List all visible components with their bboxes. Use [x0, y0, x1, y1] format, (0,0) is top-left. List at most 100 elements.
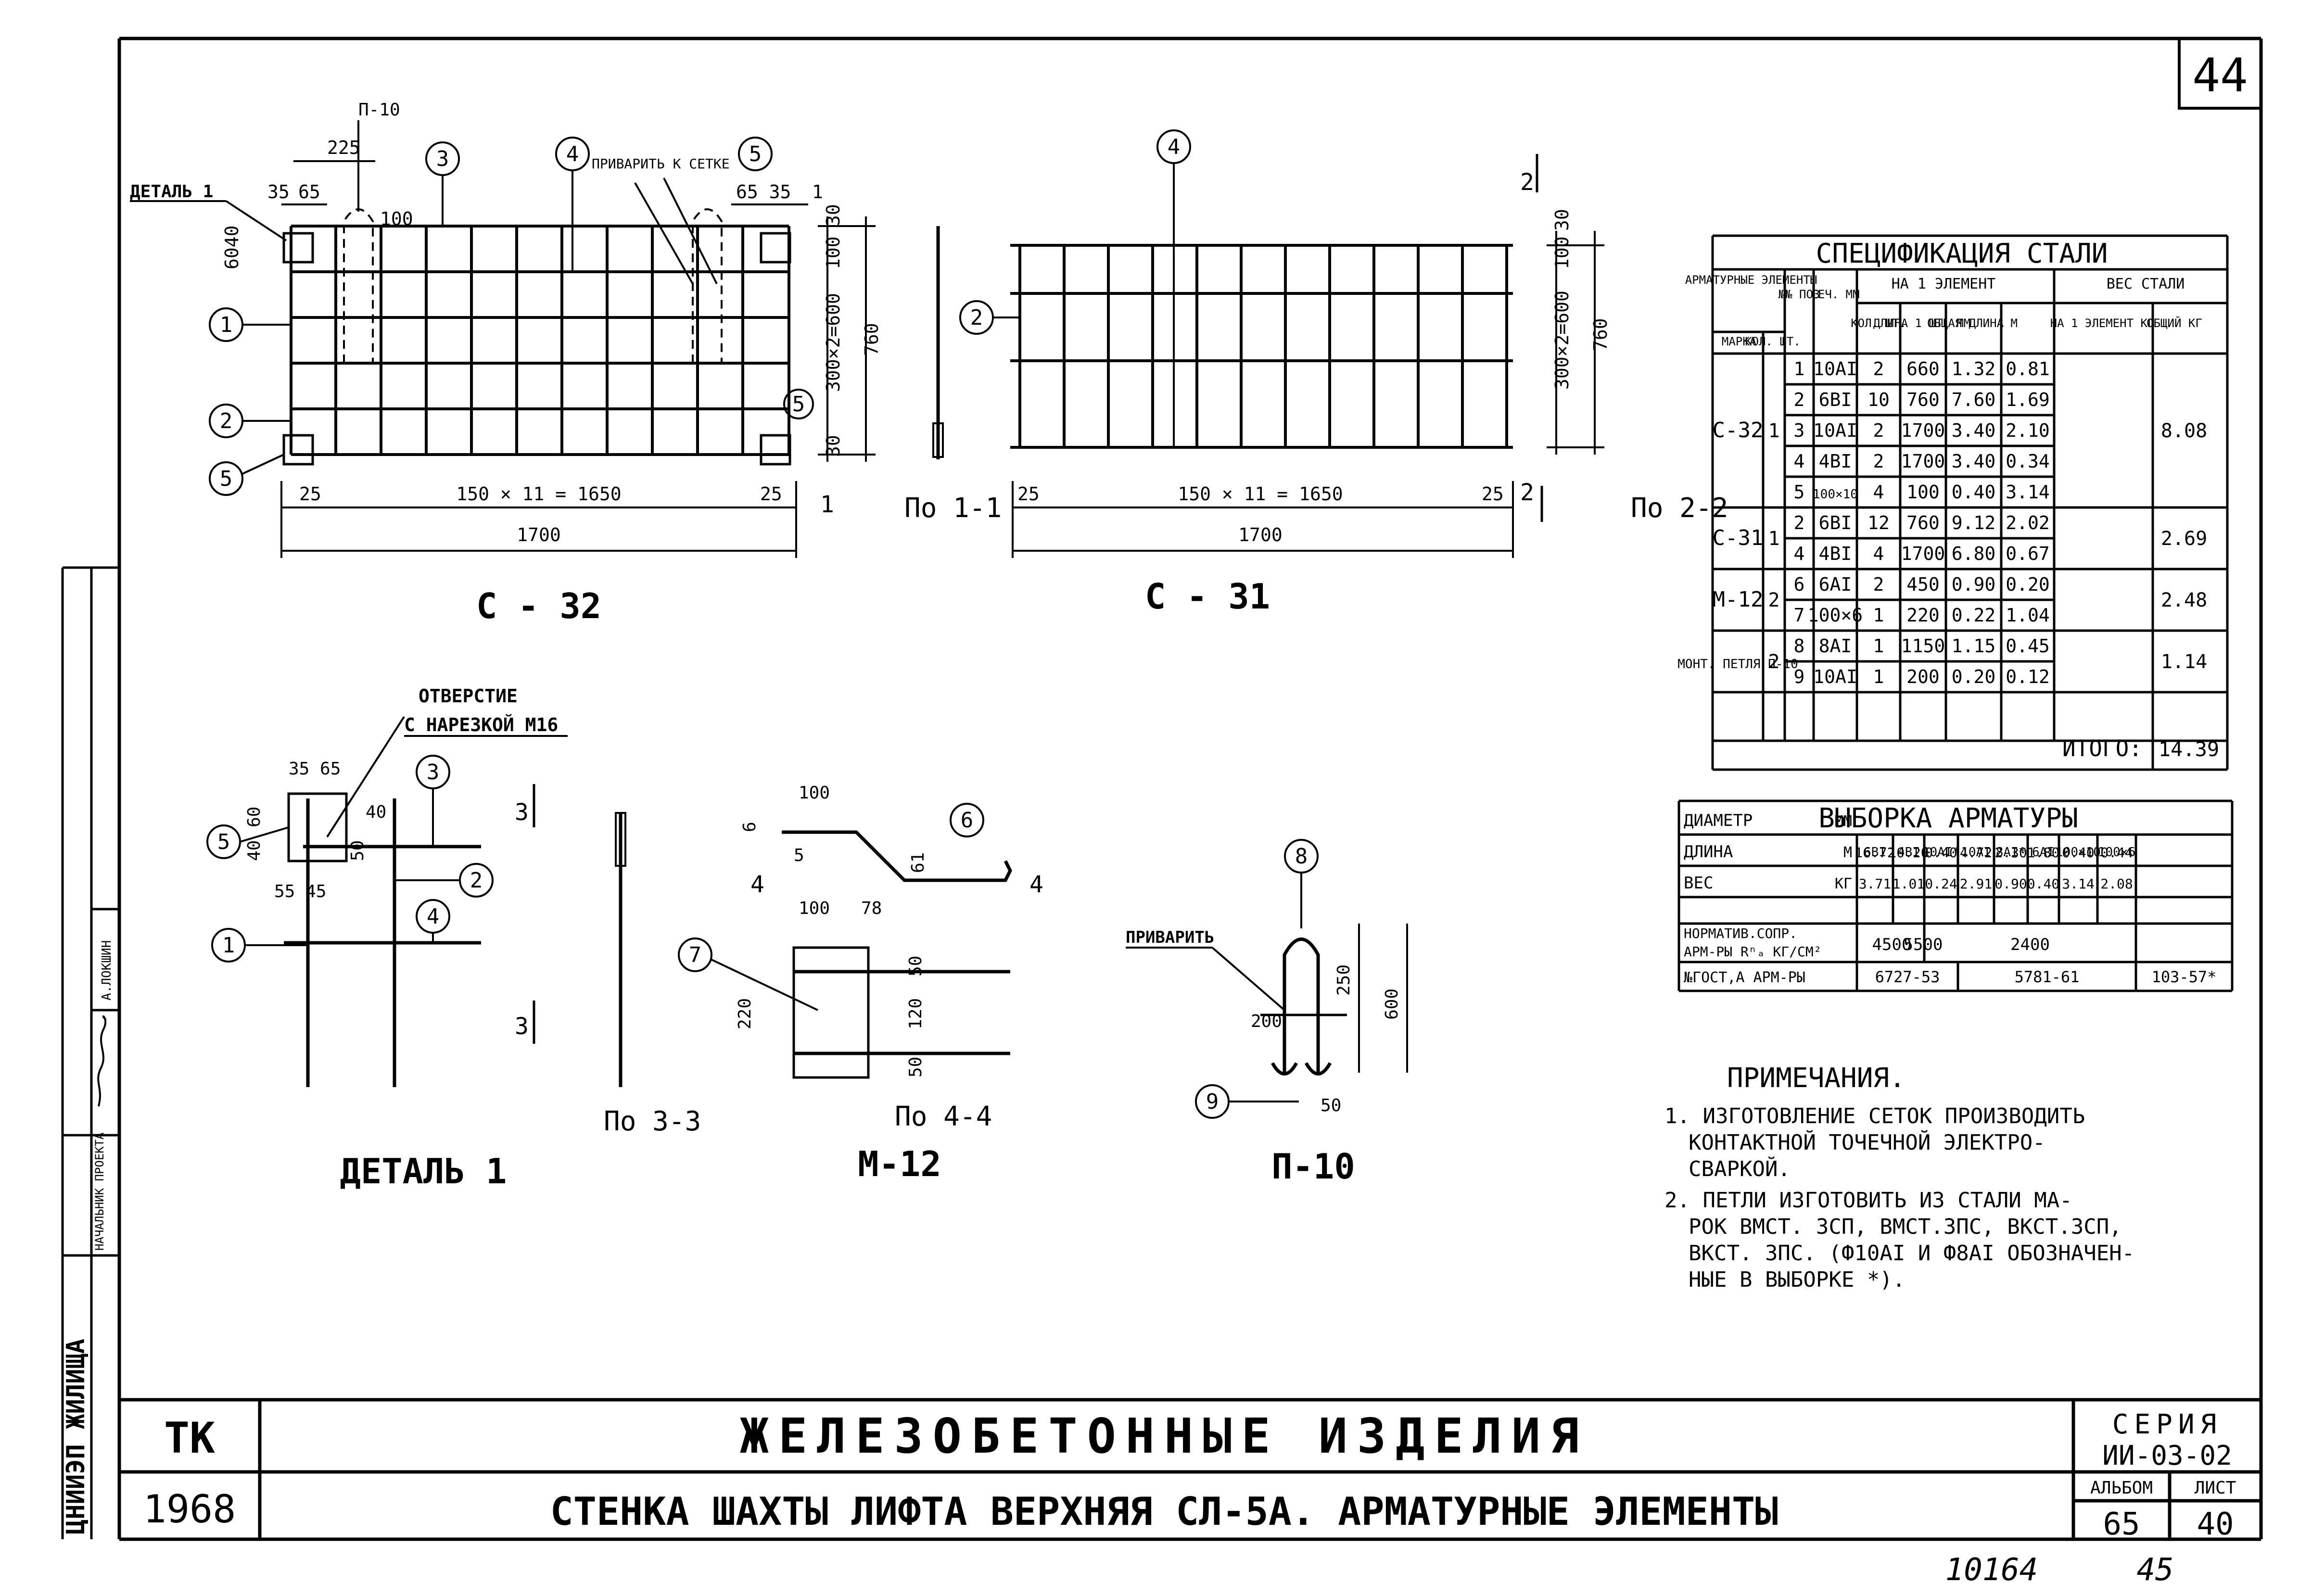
spec-cell-total-length: 6.80 — [1952, 543, 1996, 564]
m12-section: 4 4 По 4-4 — [750, 871, 1043, 1132]
spec-cell-pos: 8 — [1794, 635, 1805, 657]
spec-cell-count: 12 — [1867, 512, 1890, 533]
c31-dims: 150 × 11 = 1650 25 25 1700 100 30 300×2=… — [1017, 209, 1611, 545]
spec-cell-weight: 0.12 — [2006, 666, 2050, 687]
selection-col-header: 100×6 — [2098, 845, 2135, 860]
selection-cell: 0.24 — [1925, 876, 1957, 892]
svg-text:СЕЧ. ММ: СЕЧ. ММ — [1811, 288, 1859, 301]
spec-cell-total-length: 0.90 — [1952, 574, 1996, 595]
svg-text:5: 5 — [794, 846, 804, 865]
spec-cell-weight: 3.14 — [2006, 481, 2050, 503]
svg-text:60: 60 — [244, 807, 264, 827]
note-line: НЫЕ В ВЫБОРКЕ *). — [1689, 1267, 1905, 1292]
c31-dim-lines — [1012, 231, 1604, 558]
selection-norm-label-1: НОРМАТИВ.СОПР. — [1684, 925, 1797, 941]
svg-text:30: 30 — [823, 435, 844, 457]
svg-text:9: 9 — [1206, 1089, 1219, 1114]
selection-col-header: 6ВI — [1864, 845, 1886, 860]
note-line: РОК ВМСТ. 3СП, ВМСТ.3ПС, ВКСТ.3СП, — [1689, 1215, 2122, 1239]
svg-text:№№ ПОЗ: №№ ПОЗ — [1778, 288, 1820, 301]
svg-text:25: 25 — [1482, 483, 1504, 505]
svg-text:100: 100 — [1551, 236, 1573, 269]
svg-text:100: 100 — [799, 899, 830, 918]
svg-text:ОБЩАЯ ДЛИНА М: ОБЩАЯ ДЛИНА М — [1927, 317, 2018, 330]
sheet-frame — [117, 37, 2263, 1541]
spec-cell-count: 2 — [1873, 574, 1884, 595]
left-stamp: ЦНИИЭП ЖИЛИЩА НАЧАЛЬНИК ПРОЕКТА А.ЛОКШИН — [61, 566, 119, 1539]
c31-section-mark-bottom: 2 — [1520, 479, 1534, 506]
selection-cell: 1.80 — [2027, 845, 2059, 861]
sheet-value: 40 — [2197, 1507, 2234, 1542]
selection-cell: 1.01 — [1893, 876, 1925, 892]
spec-cell-pos: 4 — [1794, 451, 1805, 472]
spec-cell-count: 1 — [1873, 605, 1884, 626]
svg-text:760: 760 — [861, 323, 882, 356]
svg-text:5: 5 — [220, 467, 233, 491]
c32-section-label: По 1-1 — [904, 493, 1002, 524]
spec-cell-count: 10 — [1867, 389, 1890, 410]
spec-table: СПЕЦИФИКАЦИЯ СТАЛИ АРМАТУРНЫЕ ЭЛЕМЕНТЫ М… — [1677, 234, 2229, 771]
spec-cell-length: 450 — [1906, 574, 1940, 595]
selection-cell: 4.72 — [1960, 845, 1992, 861]
selection-gost-value: 103-57* — [2152, 968, 2217, 986]
page-number-box: 44 — [2178, 38, 2261, 110]
title-year: 1968 — [143, 1487, 236, 1532]
spec-cell-weight: 2.10 — [2006, 420, 2050, 441]
spec-cell-pos: 6 — [1794, 574, 1805, 595]
selection-row-unit: М — [1843, 844, 1852, 861]
spec-cell-section: 10АI — [1813, 420, 1857, 441]
svg-text:АРМАТУРНЫЕ ЭЛЕМЕНТЫ: АРМАТУРНЫЕ ЭЛЕМЕНТЫ — [1685, 273, 1817, 287]
svg-text:40: 40 — [244, 840, 264, 861]
svg-text:МАРКА: МАРКА — [1722, 335, 1757, 348]
spec-cell-total-length: 7.60 — [1952, 389, 1996, 410]
selection-cell: 2.30 — [1994, 845, 2027, 861]
svg-text:35 65: 35 65 — [289, 759, 341, 779]
spec-cell-length: 760 — [1906, 512, 1940, 533]
selection-col-header: 6АI — [2032, 845, 2055, 860]
svg-text:25: 25 — [299, 483, 321, 505]
p10-title: П-10 — [1271, 1146, 1355, 1187]
svg-text:61: 61 — [908, 852, 928, 873]
svg-text:8: 8 — [1295, 844, 1308, 869]
spec-cell-count: 4 — [1873, 543, 1884, 564]
album-label: АЛЬБОМ — [2090, 1478, 2153, 1498]
title-sub: СТЕНКА ШАХТЫ ЛИФТА ВЕРХНЯЯ СЛ-5А. АРМАТУ… — [550, 1489, 1778, 1534]
c32-dim-lines — [280, 160, 876, 558]
spec-cell-length: 1150 — [1901, 635, 1945, 657]
spec-cell-pos: 4 — [1794, 543, 1805, 564]
spec-group-mark: С-32 — [1713, 418, 1764, 443]
spec-cell-section: 8АI — [1819, 635, 1852, 657]
bottom-page-number: 45 — [2136, 1552, 2173, 1588]
spec-cell-pos: 2 — [1794, 512, 1805, 533]
svg-text:300×2=600: 300×2=600 — [1551, 291, 1573, 390]
p10-loop: ПРИВАРИТЬ 250 600 200 50 8 9 П-10 — [1126, 839, 1408, 1187]
svg-text:ВЕС СТАЛИ: ВЕС СТАЛИ — [2107, 276, 2185, 292]
svg-text:120: 120 — [906, 998, 926, 1029]
selection-norm-value: 4500 — [1872, 935, 1912, 954]
c32-labels: ДЕТАЛЬ 1 П-10 ПРИВАРИТЬ К СЕТКЕ — [130, 100, 730, 284]
m12-element: 100 6 5 61 100 78 220 50 120 50 6 7 4 4 … — [678, 783, 1043, 1184]
c32-title: С - 32 — [476, 586, 601, 626]
svg-text:225: 225 — [327, 137, 360, 158]
notes: ПРИМЕЧАНИЯ. 1. ИЗГОТОВЛЕНИЕ СЕТОК ПРОИЗВ… — [1664, 1063, 2134, 1292]
spec-cell-length: 220 — [1906, 605, 1940, 626]
title-block: ТК 1968 ЖЕЛЕЗОБЕТОННЫЕ ИЗДЕЛИЯ СТЕНКА ША… — [119, 1398, 2261, 1542]
spec-cell-section: 6ВI — [1819, 512, 1852, 533]
svg-text:3: 3 — [515, 1013, 529, 1040]
spec-cell-weight: 0.34 — [2006, 451, 2050, 472]
spec-cell-section: 10АI — [1813, 666, 1857, 687]
detail1-section-label: По 3-3 — [604, 1106, 701, 1137]
svg-text:3: 3 — [436, 147, 449, 171]
spec-cell-weight: 0.45 — [2006, 635, 2050, 657]
p10-callouts: 8 9 — [1195, 839, 1319, 1119]
selection-row-label: ДИАМЕТР — [1684, 811, 1753, 830]
svg-text:220: 220 — [735, 998, 755, 1029]
svg-text:150 × 11 = 1650: 150 × 11 = 1650 — [1178, 483, 1343, 505]
svg-text:ОБЩИЙ КГ: ОБЩИЙ КГ — [2147, 316, 2202, 330]
spec-cell-pos: 1 — [1794, 358, 1805, 380]
spec-headers: АРМАТУРНЫЕ ЭЛЕМЕНТЫ МАРКА КОЛ. ШТ. №№ ПО… — [1685, 273, 2202, 348]
selection-row-label: ДЛИНА — [1684, 842, 1733, 861]
spec-cell-pos: 3 — [1794, 420, 1805, 441]
